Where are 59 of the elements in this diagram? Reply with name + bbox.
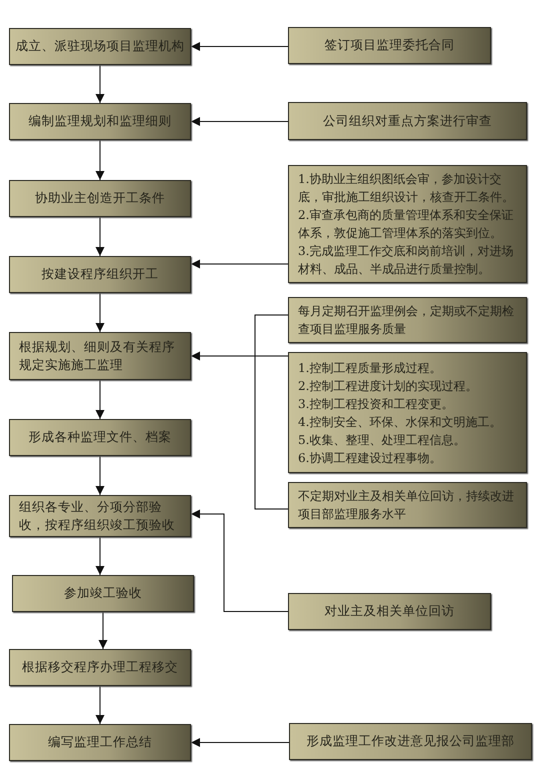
box-text: 3.完成监理工作交底和岗前培训，对进场材料、成品、半成品进行质量控制。 (298, 243, 514, 278)
process-box (288, 482, 527, 528)
process-box (9, 28, 191, 65)
box-text: 5.收集、整理、处理工程信息。 (298, 432, 466, 448)
arrow (96, 456, 104, 496)
arrow (96, 380, 104, 420)
process-box (9, 419, 191, 456)
process-box (288, 297, 527, 343)
box-text: 6.协调工程建设过程事物。 (298, 450, 442, 466)
process-box (288, 165, 527, 283)
box-text: 签订项目监理委托合同 (324, 36, 454, 54)
box-text: 按建设程序组织开工 (42, 265, 158, 284)
arrow (98, 612, 108, 650)
arrow (96, 140, 104, 180)
arrow (190, 352, 288, 360)
box-text: 每月定期召开监理例会，定期或不定期检查项目监理服务质量 (298, 303, 515, 338)
box-text: 组织各专业、分项分部验收，按程序组织竣工预验收 (19, 498, 176, 534)
box-text: 形成各种监理文件、档案 (28, 428, 172, 446)
process-box (288, 352, 527, 473)
arrow (190, 738, 290, 747)
arrow (190, 510, 288, 612)
process-box (9, 649, 191, 686)
arrow (96, 292, 104, 332)
process-box (288, 593, 491, 630)
process-box (9, 103, 191, 140)
process-box (9, 332, 191, 380)
arrow (190, 117, 288, 126)
box-text: 1.协助业主组织图纸会审，参加设计交底，审批施工组织设计，核查开工条件。 (298, 171, 515, 206)
arrow (96, 64, 104, 104)
box-text: 成立、派驻现场项目监理机构 (16, 37, 184, 56)
process-box (9, 495, 191, 537)
process-box (9, 724, 191, 761)
box-text: 对业主及相关单位回访 (324, 602, 454, 620)
box-text: 公司组织对重点方案进行审查 (323, 112, 492, 130)
arrow (190, 42, 288, 51)
box-text: 2.审查承包商的质量管理体系和安全保证体系，敦促施工管理体系的落实到位。 (298, 207, 514, 242)
process-box (288, 102, 527, 140)
box-text: 3.控制工程投资和工程变更。 (298, 396, 454, 412)
connector-line (254, 314, 288, 510)
arrow (96, 536, 104, 576)
box-text: 参加竣工验收 (64, 584, 142, 602)
process-box (289, 723, 532, 760)
box-text: 2.控制工程进度计划的实现过程。 (298, 378, 478, 394)
box-text: 4.控制安全、环保、水保和文明施工。 (298, 414, 502, 430)
arrow (190, 260, 288, 268)
box-text: 协助业主创造开工条件 (35, 189, 165, 208)
process-box (12, 575, 194, 612)
box-text: 编写监理工作总结 (48, 733, 152, 752)
process-box (9, 180, 191, 217)
arrow (96, 216, 104, 256)
box-text: 不定期对业主及相关单位回访，持续改进项目部监理服务水平 (298, 488, 515, 523)
box-text: 编制监理规划和监理细则 (28, 112, 172, 130)
box-text: 根据规划、细则及有关程序规定实施施工监理 (19, 338, 176, 374)
arrow (96, 686, 104, 724)
process-box (288, 27, 491, 64)
box-text: 形成监理工作改进意见报公司监理部 (306, 732, 514, 750)
box-text: 1.控制工程质量形成过程。 (298, 360, 442, 376)
process-box (9, 256, 191, 293)
box-text: 根据移交程序办理工程移交 (22, 658, 178, 676)
